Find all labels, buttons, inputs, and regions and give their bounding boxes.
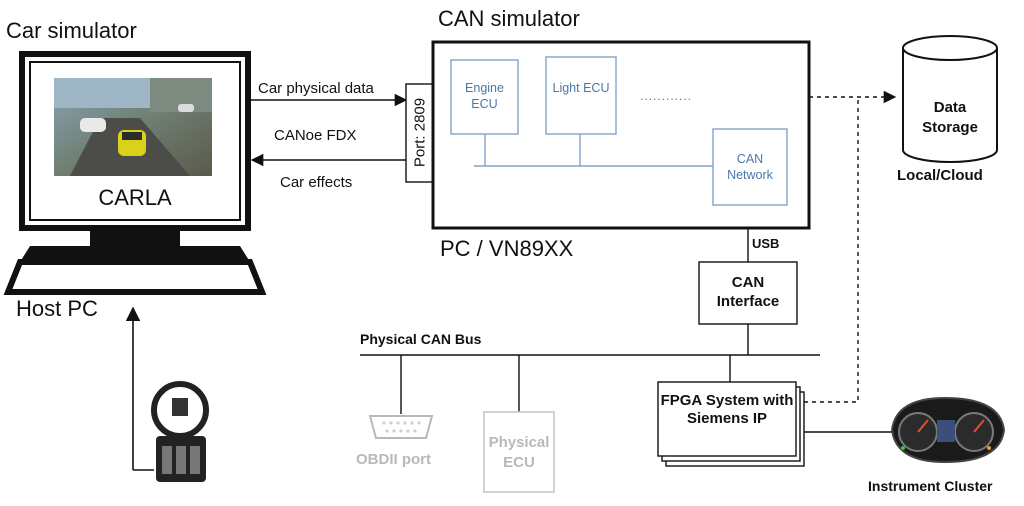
engine-ecu-label: Engine ECU (465, 81, 504, 111)
car-physical-data-label: Car physical data (258, 80, 374, 97)
car-simulator-title: Car simulator (6, 18, 137, 43)
host-pc-label: Host PC (16, 296, 98, 321)
carla-label: CARLA (98, 185, 172, 210)
fpga-system-label: FPGA System with Siemens IP (660, 392, 794, 427)
port-box (405, 83, 434, 183)
instrument-cluster-label: Instrument Cluster (868, 478, 993, 494)
usb-label: USB (752, 236, 780, 251)
can-interface-box (698, 261, 798, 325)
internal-bus (474, 134, 713, 167)
port-label: Port: 2809 (411, 97, 429, 168)
physical-ecu-label: Physical ECU (488, 434, 550, 471)
carla-screenshot (54, 78, 212, 176)
physical-ecu-box (483, 411, 555, 493)
steering-wheel-pedals (151, 381, 209, 482)
can-network-box (712, 128, 788, 206)
physical-can-bus-label: Physical CAN Bus (360, 331, 482, 347)
data-storage-cylinder (902, 35, 998, 163)
ecu-ellipsis: ............ (640, 89, 693, 103)
light-ecu-box (545, 56, 617, 135)
can-interface-label: CAN Interface (716, 274, 780, 310)
can-simulator-title: CAN simulator (438, 6, 580, 31)
car-effects-label: Car effects (280, 174, 353, 191)
obdii-connector-icon (368, 415, 434, 439)
fpga-system-box (657, 381, 805, 467)
data-storage-label: Data Storage (922, 99, 978, 136)
pc-vn89xx-label: PC / VN89XX (440, 236, 574, 261)
engine-ecu-box (450, 59, 519, 135)
canoe-fdx-label: CANoe FDX (274, 127, 357, 144)
instrument-cluster-icon (890, 396, 1006, 464)
can-network-label: CAN Network (727, 152, 773, 182)
light-ecu-label: Light ECU (552, 81, 610, 95)
local-cloud-label: Local/Cloud (897, 167, 983, 184)
obdii-port-label: OBDII port (356, 451, 431, 468)
